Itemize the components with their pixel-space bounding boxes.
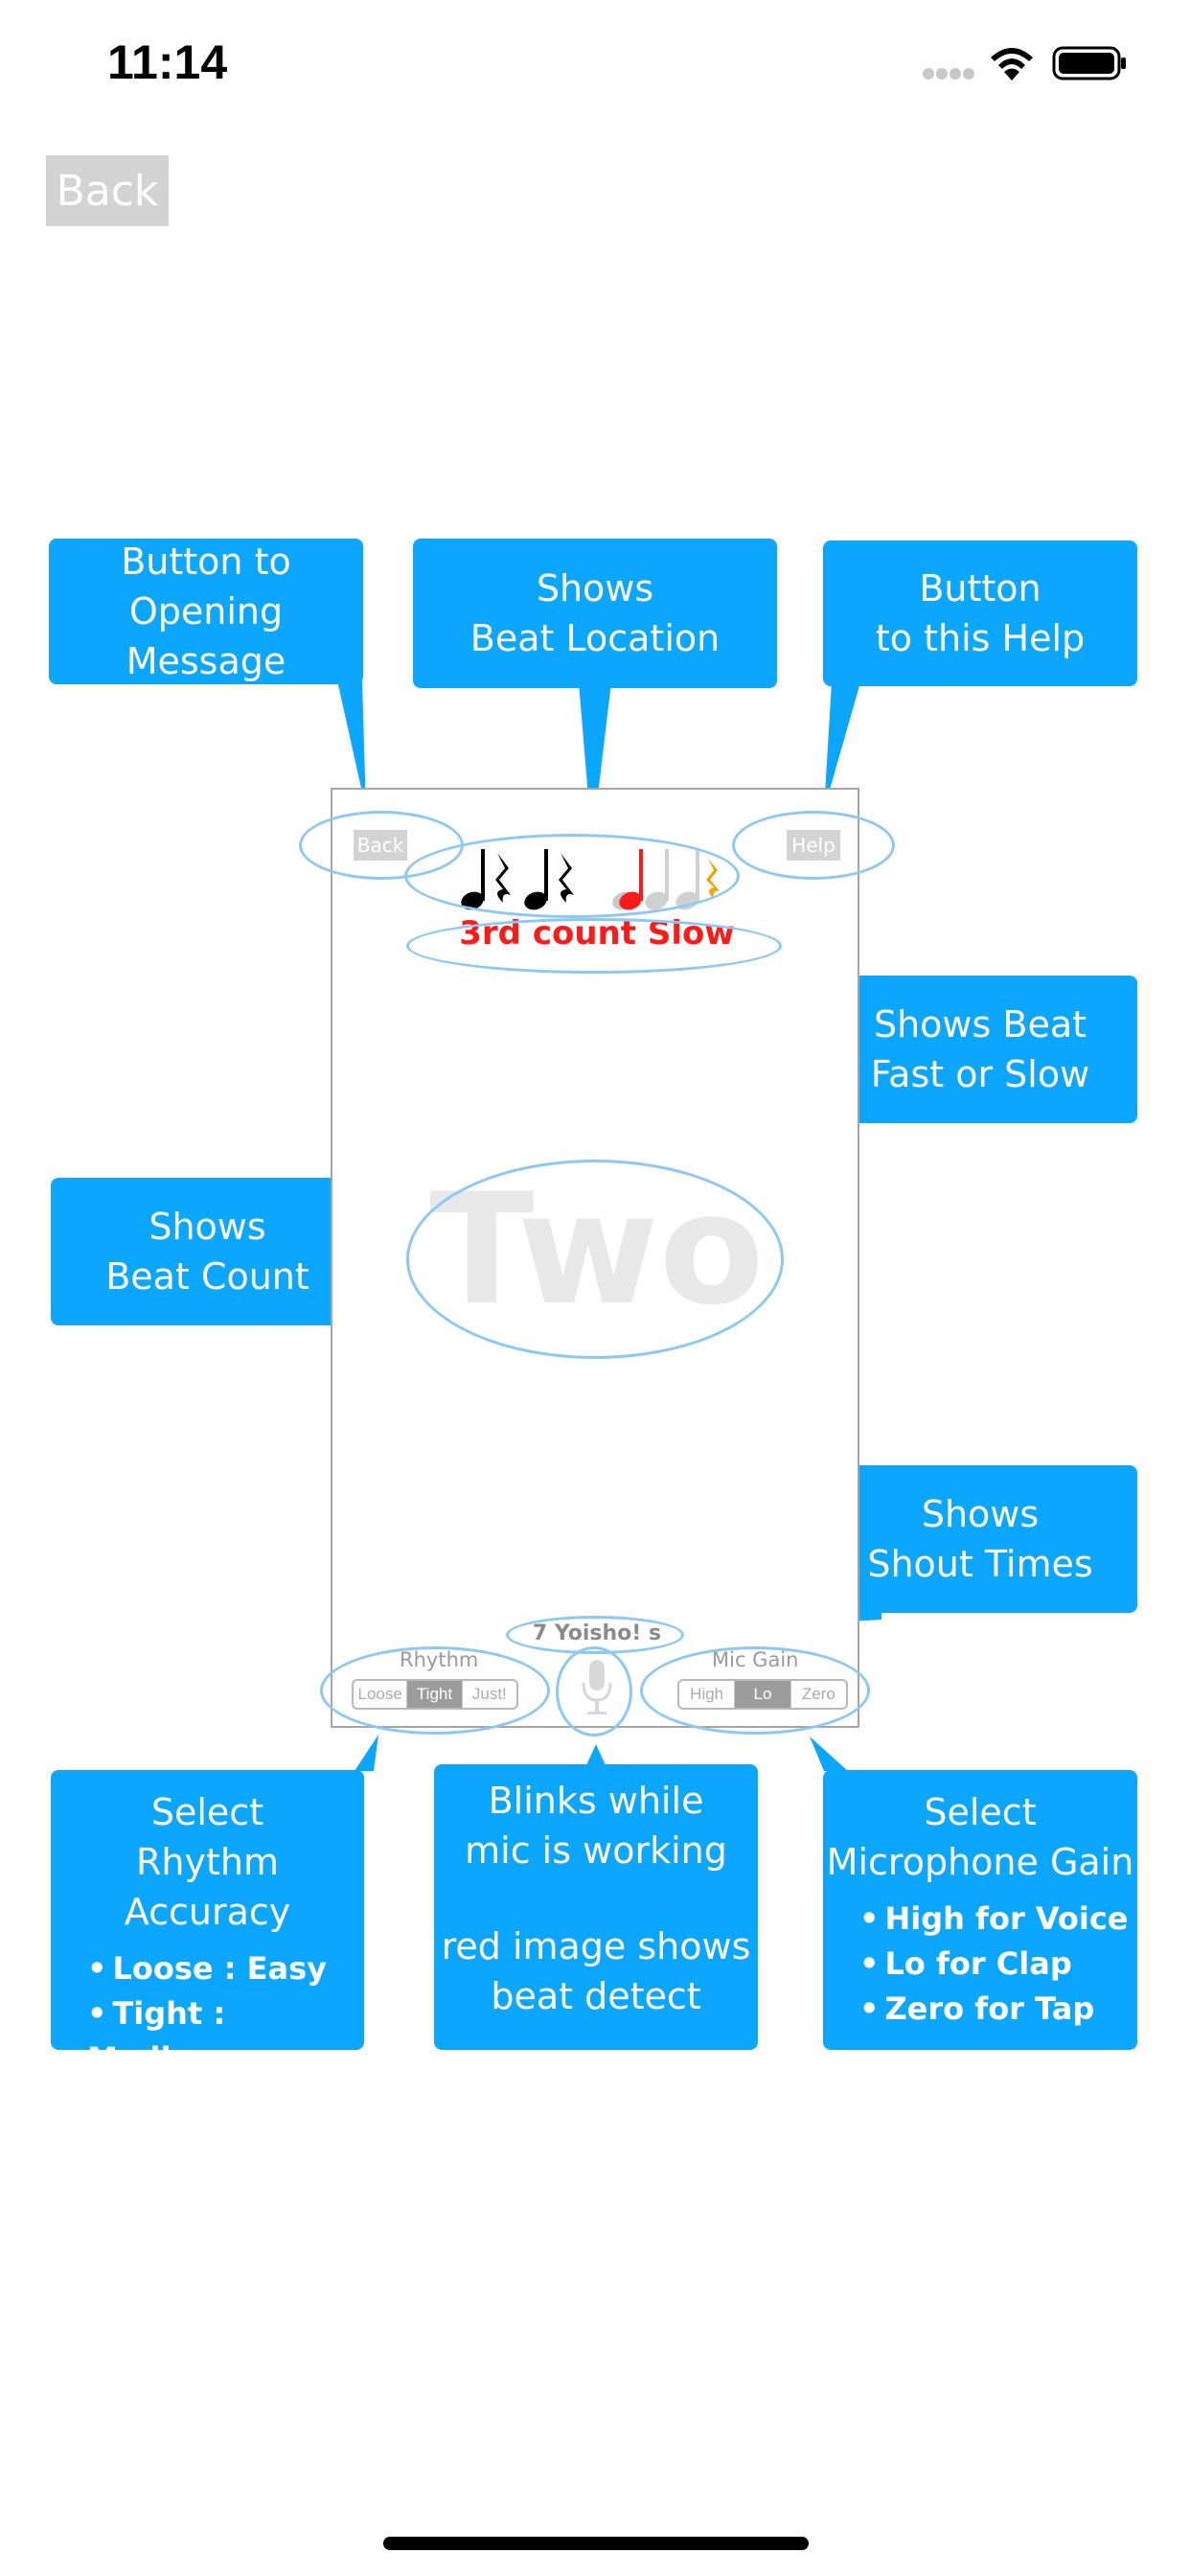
callout-shout-times-line1: Shows <box>921 1493 1040 1535</box>
rhythm-bullet: Loose : Easy <box>87 1946 364 1991</box>
ring-rhythm <box>320 1646 550 1735</box>
callout-beat-location: Shows Beat Location <box>413 539 777 688</box>
callout-shout-times-line2: Shout Times <box>867 1543 1093 1585</box>
rhythm-bullets: Loose : Easy Tight : Medium Just! : Hard <box>51 1946 364 2127</box>
rhythm-bullet: Tight : Medium <box>87 1991 364 2082</box>
callout-help-line1: Button <box>919 567 1041 610</box>
callout-fast-slow-line2: Fast or Slow <box>870 1053 1090 1095</box>
callout-mic-gain-line1: Select <box>924 1791 1037 1833</box>
callout-fast-slow-line1: Shows Beat <box>873 1003 1087 1046</box>
gain-bullet: Zero for Tap <box>859 1987 1137 2032</box>
callout-shout-times: Shows Shout Times <box>823 1465 1137 1613</box>
mic-gain-bullets: High for Voice Lo for Clap Zero for Tap <box>823 1897 1137 2032</box>
callout-beat-count: Shows Beat Count <box>51 1178 364 1325</box>
ring-beat-word <box>406 1160 784 1359</box>
ring-help <box>732 811 895 880</box>
callout-mic-gain: Select Microphone Gain High for Voice Lo… <box>823 1770 1137 2050</box>
callout-beat-count-line1: Shows <box>149 1206 266 1248</box>
callout-back-line2: Opening Message <box>126 590 286 682</box>
callout-rhythm-line2: Rhythm Accuracy <box>124 1841 291 1933</box>
battery-icon <box>1052 44 1129 82</box>
ring-mic <box>556 1646 632 1736</box>
gain-bullet: Lo for Clap <box>859 1942 1137 1987</box>
callout-help-line2: to this Help <box>875 617 1086 659</box>
gain-bullet: High for Voice <box>859 1897 1137 1942</box>
status-time: 11:14 <box>107 35 228 89</box>
callout-mic-line1: Blinks while <box>488 1780 704 1822</box>
wifi-icon <box>987 44 1037 82</box>
callout-fast-slow: Shows Beat Fast or Slow <box>823 976 1137 1123</box>
ring-gain <box>640 1646 870 1735</box>
callout-back: Button to Opening Message <box>49 539 363 684</box>
callout-rhythm-line1: Select <box>150 1791 264 1833</box>
callout-mic-line4: beat detect <box>491 1975 701 2017</box>
callout-beat-location-line1: Shows <box>536 567 654 610</box>
ring-status <box>406 918 782 974</box>
callout-back-line1: Button to <box>121 540 291 583</box>
callout-mic: Blinks while mic is working red image sh… <box>434 1764 758 2050</box>
callout-mic-gain-line2: Microphone Gain <box>826 1841 1134 1883</box>
signal-icon <box>922 67 977 80</box>
callout-help: Button to this Help <box>823 540 1137 686</box>
home-indicator <box>383 2537 809 2550</box>
callout-rhythm: Select Rhythm Accuracy Loose : Easy Tigh… <box>51 1770 364 2122</box>
back-button[interactable]: Back <box>46 155 169 226</box>
callout-beat-count-line2: Beat Count <box>105 1255 309 1298</box>
callout-beat-location-line2: Beat Location <box>469 617 721 659</box>
callout-mic-line2: mic is working <box>465 1829 727 1872</box>
ring-notes <box>404 834 740 918</box>
rhythm-bullet: Just! : Hard <box>87 2082 364 2127</box>
callout-mic-line3: red image shows <box>441 1925 751 1967</box>
